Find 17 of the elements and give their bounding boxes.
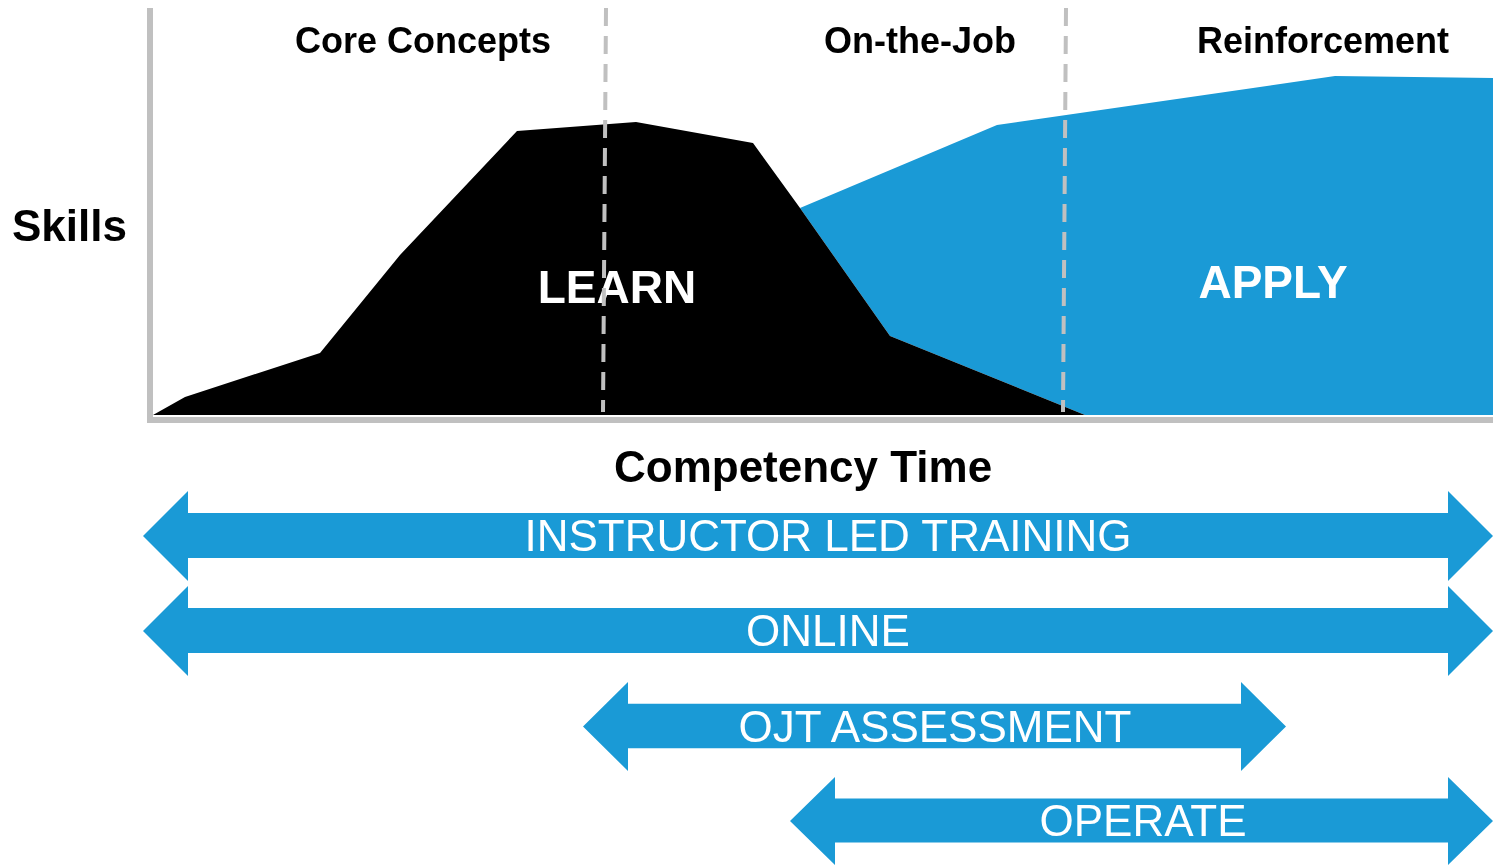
phase-label: Reinforcement	[1197, 23, 1450, 59]
arrow-shaped-band	[143, 491, 1493, 581]
axis-title: Skills	[12, 204, 127, 248]
axis-title: Competency Time	[614, 445, 993, 489]
area-shape	[800, 76, 1493, 415]
arrow-label: OJT ASSESSMENT	[738, 704, 1132, 749]
arrow-label: INSTRUCTOR LED TRAINING	[524, 514, 1132, 558]
arrow-shaped-band	[790, 777, 1493, 865]
arrow-shaped-band	[143, 586, 1493, 676]
area-shape	[153, 122, 1085, 415]
arrow-shaped-band	[583, 682, 1286, 771]
phase-label: Core Concepts	[295, 23, 552, 59]
arrow-label: ONLINE	[746, 609, 910, 653]
area-label: APPLY	[1198, 259, 1348, 305]
arrow-label: OPERATE	[1039, 799, 1247, 843]
area-label: LEARN	[537, 264, 697, 310]
phase-label: On-the-Job	[824, 23, 1016, 59]
